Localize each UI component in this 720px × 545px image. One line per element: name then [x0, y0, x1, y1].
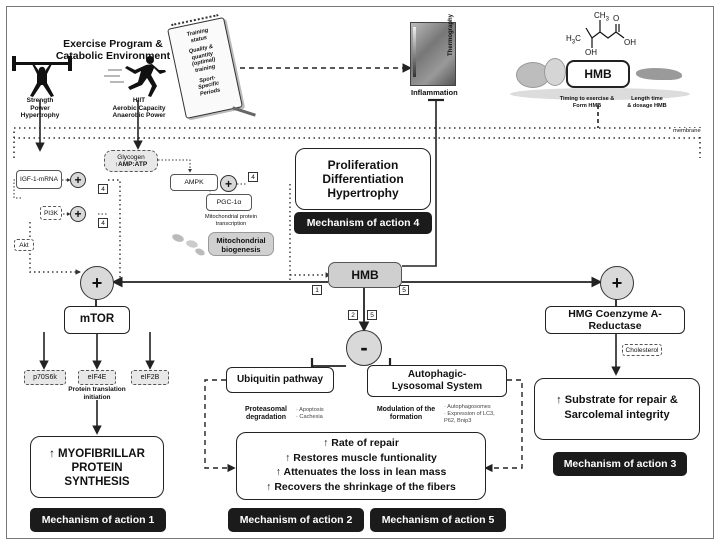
formula-o: O	[613, 14, 620, 23]
pgc-1a-box: PGC-1α	[206, 194, 252, 211]
step-4-badge: 4	[98, 218, 108, 228]
step-5-badge: 5	[399, 285, 409, 295]
fish-icon	[636, 68, 682, 80]
mechanism-4-label: Mechanism of action 4	[294, 212, 432, 234]
glycogen-box: Glycogen↑AMP:ATP	[104, 150, 158, 172]
ubiquitin-pathway-box: Ubiquitin pathway	[226, 367, 334, 393]
step-4-badge: 4	[248, 172, 258, 182]
fruit-icon	[516, 62, 550, 88]
formula-oh2: OH	[624, 38, 636, 47]
igf-plus-node: +	[70, 172, 86, 188]
mechanism-3-label: Mechanism of action 3	[553, 452, 687, 476]
igf-1-mrna-box: IGF-1-mRNA	[16, 170, 62, 189]
akt-box: Akt	[14, 239, 34, 251]
formula-ch3: CH3	[594, 11, 609, 23]
thermography-label: Thermography	[448, 13, 454, 56]
p70s6k-box: p70S6k	[24, 370, 66, 385]
thermography-image	[410, 22, 456, 86]
inhibition-minus-node: -	[346, 330, 382, 366]
eif4e-box: eIF4E	[78, 370, 116, 385]
effect-item: ↑ Recovers the shrinkage of the fibers	[266, 480, 456, 493]
hmg-coa-reductase-box: HMG Coenzyme A-Reductase	[545, 306, 685, 334]
proteasomal-effects: · Apoptosis· Cachexia	[296, 407, 324, 420]
hmg-plus-node: +	[600, 266, 634, 300]
hmb-central-box: HMB	[328, 262, 402, 288]
cholesterol-box: Cholesterol	[622, 344, 662, 356]
ampk-box: AMPK	[170, 174, 218, 191]
pi3k-box: PI3K	[40, 206, 62, 220]
inflammation-label: Inflammation	[411, 88, 458, 97]
mechanism-1-label: Mechanism of action 1	[30, 508, 166, 532]
citrus-icon	[544, 58, 566, 86]
effect-item: ↑ Attenuates the loss in lean mass	[275, 466, 447, 478]
mechanism-5-label: Mechanism of action 5	[370, 508, 506, 532]
formula-h3c: H3C	[566, 34, 581, 46]
exercise-title: Exercise Program &Catabolic Environment	[55, 38, 171, 62]
platform-ellipse	[510, 88, 690, 100]
pi3k-plus-node: +	[70, 206, 86, 222]
length-label: Length time& dosage HMB	[627, 96, 667, 109]
effect-item: ↑ Restores muscle funtionality	[285, 451, 437, 464]
substrate-repair-box: ↑ Substrate for repair &Sarcolemal integ…	[534, 378, 700, 440]
step-5-badge: 5	[367, 310, 377, 320]
mechanism-2-label: Mechanism of action 2	[228, 508, 364, 532]
timing-label: Timing to exercise &Form HMB	[559, 96, 615, 109]
membrane-label: membrane	[672, 128, 702, 134]
protein-synthesis-box: ↑ MYOFIBRILLAR PROTEIN SYNTHESIS	[30, 436, 164, 498]
ampk-plus-node: +	[220, 175, 237, 192]
hmb-product-box: HMB	[566, 60, 630, 88]
step-2-badge: 2	[348, 310, 358, 320]
eif2b-box: eIF2B	[131, 370, 169, 385]
mtor-plus-node: +	[80, 266, 114, 300]
step-4-badge: 4	[98, 184, 108, 194]
muscle-effects-box: ↑ Rate of repair ↑ Restores muscle funti…	[236, 432, 486, 500]
autophagic-lysosomal-box: Autophagic-Lysosomal System	[367, 365, 507, 397]
formula-oh: OH	[585, 48, 597, 57]
figure-frame	[6, 6, 714, 539]
membrane-line	[13, 127, 701, 158]
autophagy-markers: · Autophagosomes· Expression of LC3,P62,…	[444, 404, 495, 424]
mtor-box: mTOR	[64, 306, 130, 334]
step-1-badge: 1	[312, 285, 322, 295]
effect-item: ↑ Rate of repair	[323, 437, 399, 449]
